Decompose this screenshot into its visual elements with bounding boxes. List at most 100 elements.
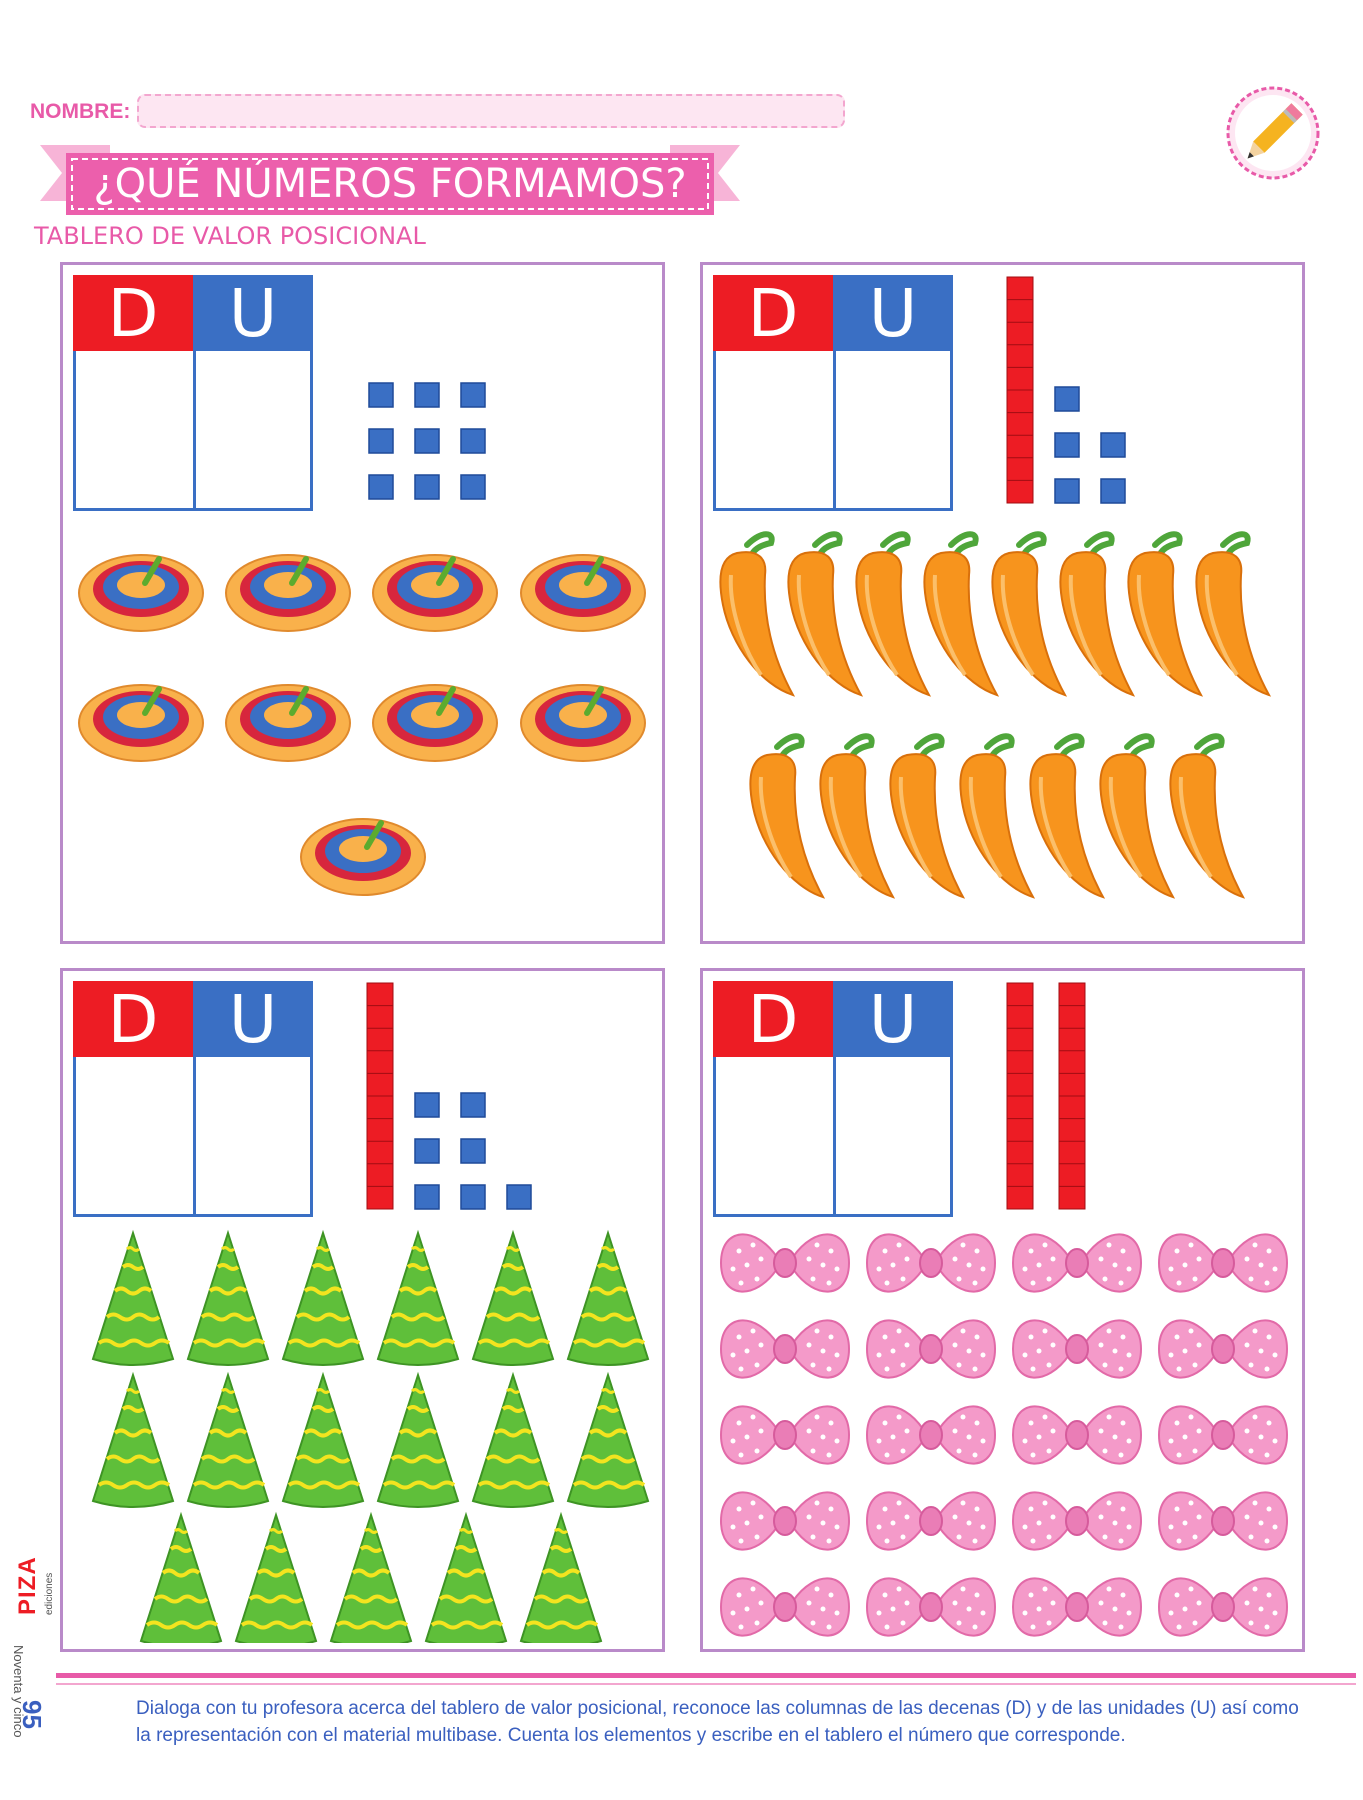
tens-answer-box[interactable] xyxy=(76,351,193,508)
items-group xyxy=(720,1233,1288,1637)
panel-peppers: D U xyxy=(700,262,1305,944)
unit-cube xyxy=(1054,432,1080,458)
spinning-top-icon xyxy=(373,555,497,631)
bow-tie-icon xyxy=(1158,1233,1288,1293)
unit-cube xyxy=(414,474,440,500)
panel-tops: D U xyxy=(60,262,665,944)
name-input[interactable] xyxy=(137,94,845,128)
bow-tie-icon xyxy=(720,1233,850,1293)
bow-tie-icon xyxy=(1158,1491,1288,1551)
spinning-top-icon xyxy=(373,685,497,761)
units-answer-box[interactable] xyxy=(193,1057,310,1214)
place-value-board: D U xyxy=(73,275,313,511)
base-ten-blocks xyxy=(368,382,486,500)
instructions-text: Dialoga con tu profesora acerca del tabl… xyxy=(136,1698,1299,1746)
unit-cube xyxy=(460,1092,486,1118)
base-ten-blocks xyxy=(1006,982,1086,1210)
bow-tie-icon xyxy=(1158,1319,1288,1379)
chili-pepper-icon xyxy=(960,736,1033,897)
chili-pepper-icon xyxy=(1128,534,1201,695)
bow-tie-icon xyxy=(720,1319,850,1379)
tens-header: D xyxy=(713,981,833,1058)
bow-tie-icon xyxy=(866,1491,996,1551)
brand-logo: PIZA ediciones xyxy=(14,1520,56,1615)
items-group xyxy=(703,525,1302,935)
spinning-top-icon xyxy=(79,555,203,631)
unit-cube xyxy=(368,428,394,454)
chili-pepper-icon xyxy=(992,534,1065,695)
spinning-top-icon xyxy=(521,555,645,631)
units-header: U xyxy=(833,981,953,1058)
units-header: U xyxy=(193,275,313,352)
party-hat-icon xyxy=(329,1513,413,1643)
page-title: ¿QUÉ NÚMEROS FORMAMOS? xyxy=(93,161,687,207)
party-hat-icon xyxy=(139,1513,223,1643)
spinning-top-icon xyxy=(226,555,350,631)
unit-cube xyxy=(414,382,440,408)
bow-tie-icon xyxy=(866,1405,996,1465)
unit-cube xyxy=(1100,478,1126,504)
unit-cube xyxy=(460,1184,486,1210)
bow-tie-icon xyxy=(866,1319,996,1379)
bow-tie-icon xyxy=(1012,1577,1142,1637)
party-hat-icon xyxy=(281,1231,365,1367)
party-hat-icon xyxy=(376,1373,460,1509)
tens-header: D xyxy=(73,981,193,1058)
bow-tie-icon xyxy=(1012,1233,1142,1293)
bow-tie-icon xyxy=(1158,1405,1288,1465)
tens-answer-box[interactable] xyxy=(716,1057,833,1214)
chili-pepper-icon xyxy=(820,736,893,897)
footer-divider-thin xyxy=(56,1683,1356,1685)
chili-pepper-icon xyxy=(788,534,861,695)
tens-header: D xyxy=(73,275,193,352)
unit-cube xyxy=(414,428,440,454)
party-hat-icon xyxy=(186,1373,270,1509)
unit-cube xyxy=(460,474,486,500)
chili-pepper-icon xyxy=(856,534,929,695)
units-answer-box[interactable] xyxy=(833,1057,950,1214)
page-number: 95 xyxy=(17,1700,47,1729)
spinning-top-icon xyxy=(226,685,350,761)
party-hat-icon xyxy=(471,1231,555,1367)
chili-pepper-icon xyxy=(720,534,793,695)
party-hat-icon xyxy=(91,1231,175,1367)
place-value-board: D U xyxy=(713,981,953,1217)
brand-name: PIZA xyxy=(14,1556,41,1615)
chili-pepper-icon xyxy=(1196,534,1269,695)
units-answer-box[interactable] xyxy=(833,351,950,508)
bow-tie-icon xyxy=(866,1233,996,1293)
party-hat-icon xyxy=(519,1513,603,1643)
chili-pepper-icon xyxy=(750,736,823,897)
units-header: U xyxy=(833,275,953,352)
chili-pepper-icon xyxy=(1030,736,1103,897)
chili-pepper-icon xyxy=(1060,534,1133,695)
party-hat-icon xyxy=(91,1373,175,1509)
spinning-top-icon xyxy=(79,685,203,761)
unit-cube xyxy=(1054,478,1080,504)
tens-header: D xyxy=(713,275,833,352)
unit-cube xyxy=(1054,386,1080,412)
tens-answer-box[interactable] xyxy=(76,1057,193,1214)
tens-answer-box[interactable] xyxy=(716,351,833,508)
party-hat-icon xyxy=(566,1231,650,1367)
units-answer-box[interactable] xyxy=(193,351,310,508)
bow-tie-icon xyxy=(1012,1319,1142,1379)
unit-cube xyxy=(460,1138,486,1164)
party-hat-icon xyxy=(471,1373,555,1509)
title-banner: ¿QUÉ NÚMEROS FORMAMOS? xyxy=(40,143,740,221)
base-ten-blocks xyxy=(1006,276,1126,504)
brand-sub: ediciones xyxy=(44,1572,55,1615)
unit-cube xyxy=(460,382,486,408)
page-subtitle: TABLERO DE VALOR POSICIONAL xyxy=(34,222,426,250)
unit-cube xyxy=(414,1184,440,1210)
panel-party-hats: D U xyxy=(60,968,665,1652)
pencil-icon xyxy=(1225,85,1321,181)
items-group xyxy=(63,525,662,925)
bow-tie-icon xyxy=(866,1577,996,1637)
items-group xyxy=(91,1231,650,1643)
footer-divider xyxy=(56,1673,1356,1678)
chili-pepper-icon xyxy=(890,736,963,897)
unit-cube xyxy=(414,1138,440,1164)
party-hat-icon xyxy=(376,1231,460,1367)
chili-pepper-icon xyxy=(924,534,997,695)
